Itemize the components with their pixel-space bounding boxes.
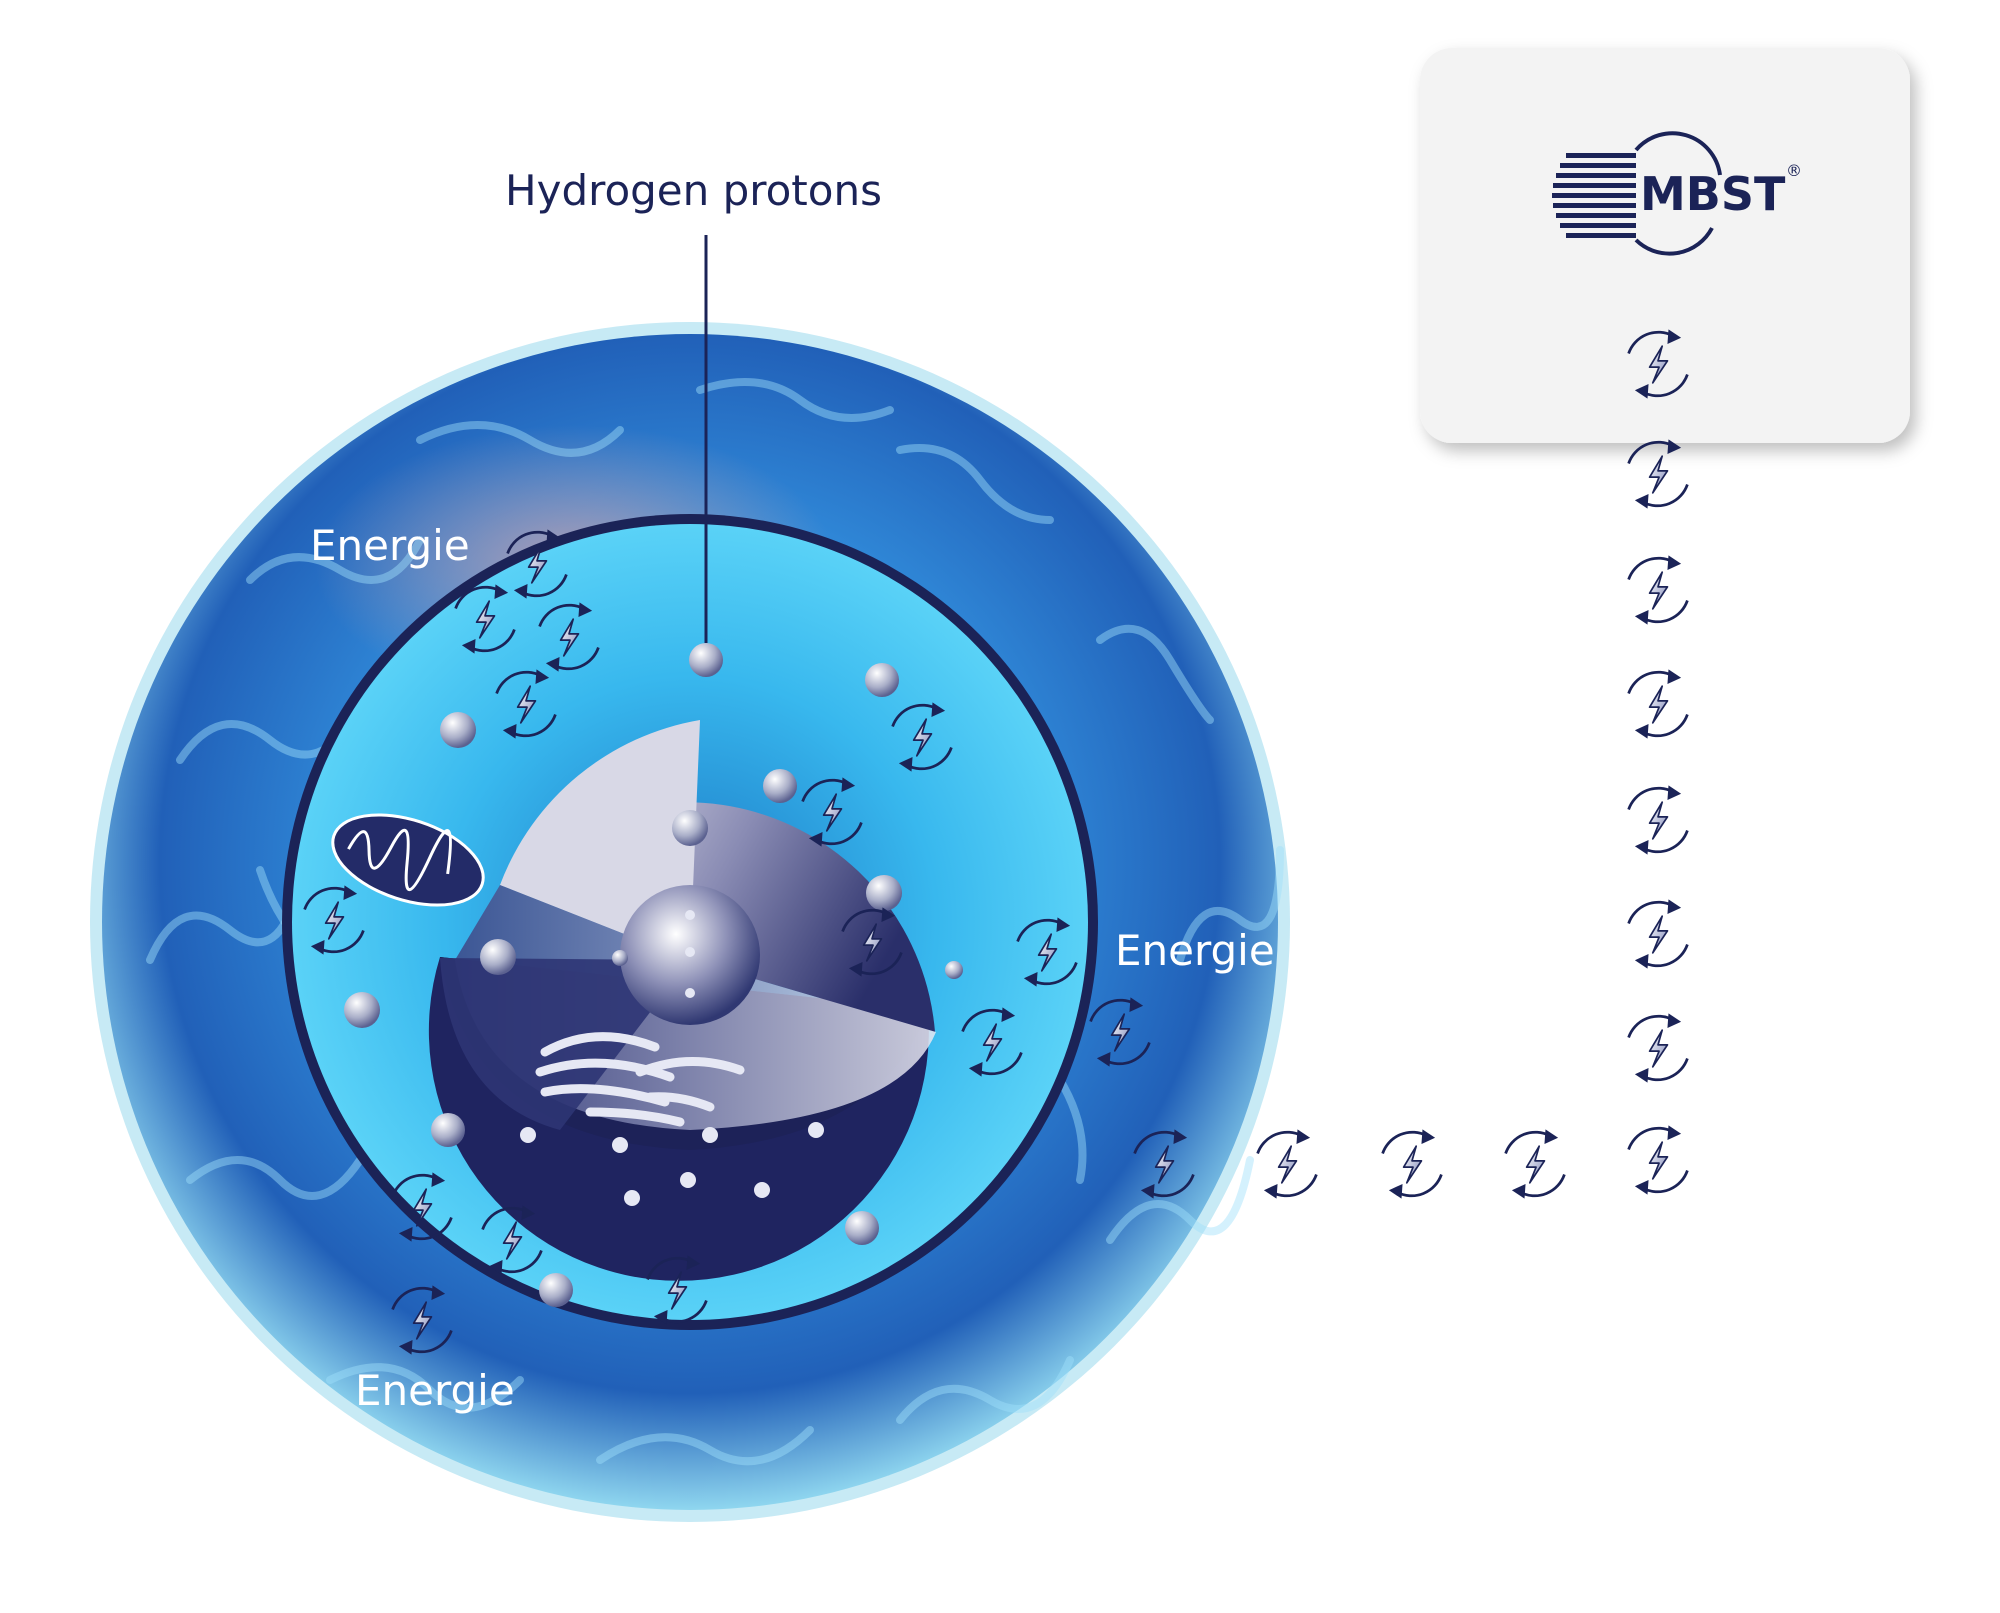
lightning-cycle-icon — [1627, 783, 1689, 857]
energie-label-top: Energie — [310, 521, 470, 570]
proton-sphere-icon — [763, 769, 797, 803]
proton-sphere-icon — [945, 961, 963, 979]
mbst-device-card: MBST ® — [1420, 48, 1910, 443]
lightning-cycle-icon — [1256, 1127, 1318, 1201]
proton-sphere-icon — [612, 1137, 628, 1153]
nucleus — [428, 720, 936, 1281]
mbst-logo-mark — [1552, 131, 1722, 256]
proton-sphere-icon — [480, 939, 516, 975]
proton-sphere-icon — [754, 1182, 770, 1198]
lightning-cycle-icon — [1627, 553, 1689, 627]
mitochondrion — [331, 813, 485, 907]
proton-sphere-icon — [672, 810, 708, 846]
proton-sphere-icon — [685, 947, 695, 957]
mbst-logo-text: MBST — [1640, 167, 1786, 221]
energie-label-bottom: Energie — [355, 1366, 515, 1415]
energie-label-right: Energie — [1115, 926, 1275, 975]
proton-sphere-icon — [689, 643, 723, 677]
proton-sphere-icon — [685, 988, 695, 998]
lightning-cycle-icon — [1627, 437, 1689, 511]
proton-sphere-icon — [624, 1190, 640, 1206]
proton-sphere-icon — [866, 875, 902, 911]
proton-particles — [344, 643, 963, 1307]
membrane-texture — [146, 378, 1284, 1466]
proton-sphere-icon — [440, 712, 476, 748]
lightning-cycle-icon — [1627, 897, 1689, 971]
proton-sphere-icon — [685, 910, 695, 920]
hydrogen-protons-label: Hydrogen protons — [505, 166, 882, 215]
proton-sphere-icon — [845, 1211, 879, 1245]
proton-sphere-icon — [702, 1127, 718, 1143]
lightning-cycle-icon — [1627, 667, 1689, 741]
golgi-apparatus — [535, 1032, 745, 1127]
mbst-logo: MBST ® — [1552, 131, 1802, 256]
registered-mark: ® — [1786, 161, 1802, 180]
lightning-cycle-icon — [1504, 1127, 1566, 1201]
proton-sphere-icon — [612, 950, 628, 966]
proton-sphere-icon — [808, 1122, 824, 1138]
proton-sphere-icon — [344, 992, 380, 1028]
proton-sphere-icon — [520, 1127, 536, 1143]
proton-sphere-icon — [539, 1273, 573, 1307]
cell: Energie Energie Energie — [90, 322, 1290, 1522]
lightning-cycle-icon — [1381, 1127, 1443, 1201]
proton-sphere-icon — [680, 1172, 696, 1188]
proton-sphere-icon — [431, 1113, 465, 1147]
lightning-cycle-icon — [1627, 1011, 1689, 1085]
hydrogen-protons-callout: Hydrogen protons — [505, 166, 882, 643]
proton-sphere-icon — [865, 663, 899, 697]
lightning-cycle-icon — [1627, 1123, 1689, 1197]
